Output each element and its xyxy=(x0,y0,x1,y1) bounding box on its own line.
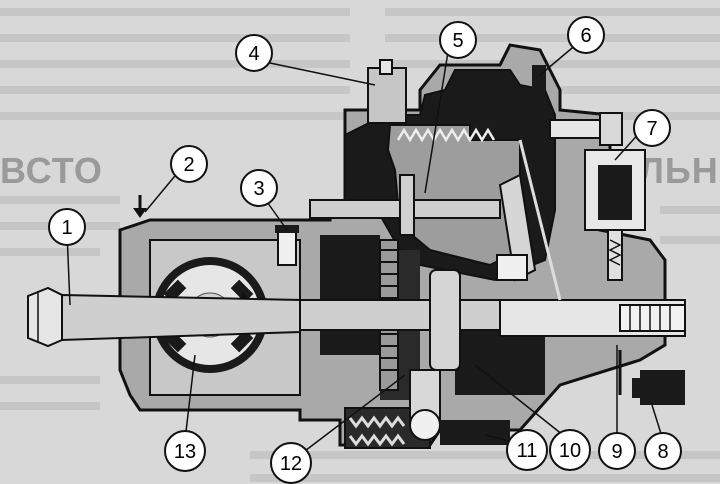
control-lever-boss xyxy=(367,59,407,124)
adjuster-screw xyxy=(532,65,546,95)
callout-7: 7 xyxy=(633,109,671,147)
callout-5: 5 xyxy=(439,21,477,59)
timing-piston-spring xyxy=(348,415,510,447)
callout-13-label: 13 xyxy=(174,441,196,463)
governor-shaft xyxy=(309,174,501,236)
callout-5-label: 5 xyxy=(452,30,463,52)
callout-8-label: 8 xyxy=(657,441,668,463)
callout-12-label: 12 xyxy=(280,453,302,475)
callout-10-label: 10 xyxy=(559,440,581,462)
callout-3: 3 xyxy=(240,169,278,207)
callout-4-label: 4 xyxy=(248,43,259,65)
callout-11: 11 xyxy=(506,429,548,471)
callout-13: 13 xyxy=(164,430,206,472)
callout-3-label: 3 xyxy=(253,178,264,200)
callout-12: 12 xyxy=(270,442,312,484)
callout-6-label: 6 xyxy=(580,25,591,47)
callout-1-label: 1 xyxy=(61,217,72,239)
background-heading-left: ВСТО xyxy=(0,150,103,191)
drive-shaft xyxy=(27,286,301,348)
distributor-plunger xyxy=(299,269,686,441)
right-adjuster xyxy=(549,112,623,146)
outlet-fitting xyxy=(618,350,685,405)
shutoff-solenoid xyxy=(584,149,646,281)
callout-10: 10 xyxy=(549,429,591,471)
callout-11-label: 11 xyxy=(517,440,538,462)
callout-1: 1 xyxy=(48,208,86,246)
callout-8: 8 xyxy=(644,432,682,470)
callout-9-label: 9 xyxy=(611,441,622,463)
governor-spring xyxy=(396,127,496,143)
callout-4: 4 xyxy=(235,34,273,72)
callout-6: 6 xyxy=(567,16,605,54)
flow-arrow xyxy=(133,195,147,218)
callout-2-label: 2 xyxy=(183,154,194,176)
inlet-screw xyxy=(275,225,299,266)
callout-9: 9 xyxy=(598,432,636,470)
governor-lever xyxy=(496,139,562,301)
callout-2: 2 xyxy=(170,145,208,183)
callout-7-label: 7 xyxy=(646,118,657,140)
leader-lines xyxy=(66,37,664,461)
